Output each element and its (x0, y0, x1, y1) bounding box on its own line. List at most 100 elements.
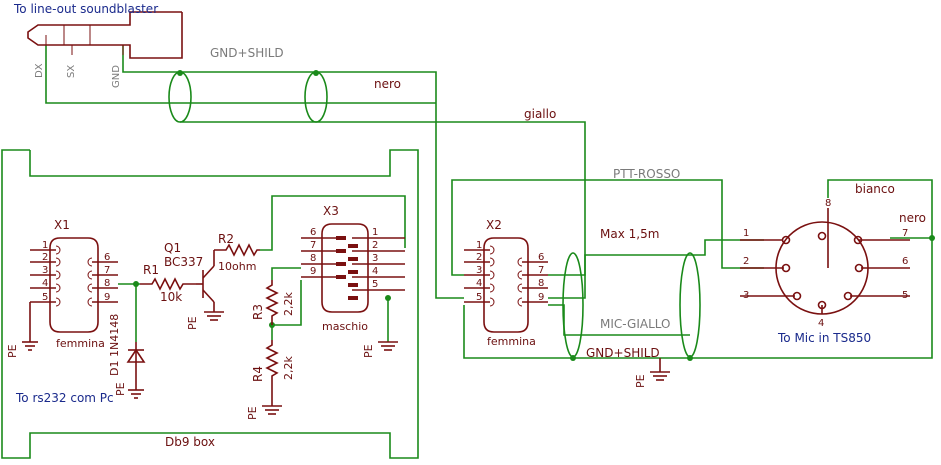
max-length-label: Max 1,5m (600, 227, 659, 241)
db9-box-label: Db9 box (165, 435, 215, 449)
din-pin (781, 235, 791, 245)
din-pin (843, 291, 853, 301)
q1-label: Q1 (164, 241, 181, 255)
din-pin (792, 291, 802, 301)
shield-loop-1 (168, 71, 192, 123)
pin-label: 8 (538, 278, 544, 289)
wire-jack-gnd (122, 45, 464, 299)
nero-right-label: nero (899, 211, 926, 225)
x1-shell (49, 237, 99, 333)
pin-label: 2 (42, 252, 48, 263)
connector-x2: X2 femmina 1 2 3 4 5 6 7 8 9 (464, 218, 548, 348)
x2-sub-label: femmina (487, 335, 536, 348)
pin-label: 9 (104, 292, 110, 303)
x3-shell (321, 223, 369, 313)
pin-label: 6 (902, 256, 908, 267)
din-connector: 1 2 3 4 5 6 7 8 (740, 198, 910, 329)
ptt-rosso-label: PTT-ROSSO (613, 167, 680, 181)
wire-bianco (827, 179, 933, 238)
ground-bottom: PE (634, 358, 670, 388)
gnd-shild-bottom-label: GND+SHILD (586, 346, 660, 360)
pin-label: 1 (743, 228, 749, 239)
junction-dot (687, 355, 693, 361)
pin-label: 5 (42, 292, 48, 303)
wire-x3-r3 (271, 267, 301, 280)
x1-label: X1 (54, 218, 70, 232)
resistor-r1: R1 10k (140, 263, 196, 304)
pe-label: PE (6, 344, 19, 358)
pin-label: 7 (104, 265, 110, 276)
r1-body (140, 277, 196, 291)
din-pin (817, 231, 827, 241)
din-pin (817, 300, 827, 310)
pin-label: 5 (902, 290, 908, 301)
nero-top-label: nero (374, 77, 401, 91)
gnd-shild-top-label: GND+SHILD (210, 46, 284, 60)
resistor-r4: R4 2,2k PE (246, 340, 295, 420)
pin-label: 8 (825, 198, 831, 209)
pin-label: 8 (310, 253, 316, 264)
pin-label: 3 (476, 265, 482, 276)
x2-shell (483, 237, 529, 333)
shield-loop-2 (304, 71, 328, 123)
pin-label: 2 (743, 256, 749, 267)
pin-label: 8 (104, 278, 110, 289)
r3-value: 2,2k (282, 292, 295, 316)
r1-label: R1 (143, 263, 159, 277)
pin-label: 6 (538, 252, 544, 263)
mic-giallo-label: MIC-GIALLO (600, 317, 670, 331)
r3-label: R3 (251, 304, 265, 320)
x2-pins (464, 245, 548, 307)
title-top: To line-out soundblaster (13, 2, 158, 16)
pin-label: 1 (476, 240, 482, 251)
wire-nero-right (463, 237, 933, 359)
r4-label: R4 (251, 366, 265, 382)
d1-label: D1 1N4148 (108, 314, 121, 376)
x3-label: X3 (323, 204, 339, 218)
wires (1, 45, 935, 459)
q1-value: BC337 (164, 255, 203, 269)
r4-value: 2,2k (282, 356, 295, 380)
bianco-label: bianco (855, 182, 895, 196)
pin-label: 4 (372, 266, 378, 277)
pin-label: 1 (372, 227, 378, 238)
d1-body (126, 348, 146, 363)
pin-label: 3 (743, 290, 749, 301)
x1-sub-label: femmina (56, 337, 105, 350)
junction-dot (133, 281, 139, 287)
pe-label: PE (246, 406, 259, 420)
pin-label: 9 (310, 266, 316, 277)
to-mic-label: To Mic in TS850 (777, 331, 871, 345)
wire-r2-x3 (260, 195, 406, 251)
shield-loop-4 (679, 252, 701, 358)
connector-x1: X1 femmina 1 2 3 4 5 6 7 8 9 PE (6, 218, 118, 358)
connector-x3: X3 maschio 6 7 8 9 1 2 3 (301, 204, 405, 358)
pin-label: 9 (538, 292, 544, 303)
r2-value: 10ohm (218, 260, 256, 273)
pe-label: PE (362, 344, 375, 358)
din-pin (853, 235, 863, 245)
pin-label: 4 (818, 318, 824, 329)
pin-label: 1 (42, 240, 48, 251)
pin-label: 5 (372, 279, 378, 290)
r1-value: 10k (160, 290, 182, 304)
x1-pins (30, 245, 118, 307)
junction-dot (177, 70, 183, 76)
resistor-r2: R2 10ohm (214, 232, 260, 273)
shield-loop-3 (562, 252, 584, 358)
pin-label: 4 (42, 278, 48, 289)
jack-body (27, 11, 183, 59)
pin-label: 7 (902, 228, 908, 239)
jack-sx-label: SX (66, 65, 77, 78)
x3-sub-label: maschio (322, 320, 368, 333)
pe-label: PE (186, 316, 199, 330)
transistor-q1: Q1 BC337 PE (164, 241, 224, 330)
pin-label: 7 (310, 240, 316, 251)
pin-label: 7 (538, 265, 544, 276)
pin-label: 6 (104, 252, 110, 263)
db9-box-outline-top-left (1, 149, 419, 459)
resistor-r3: R3 2,2k (251, 280, 295, 325)
wire-giallo (180, 121, 586, 299)
r4-body (265, 340, 279, 406)
